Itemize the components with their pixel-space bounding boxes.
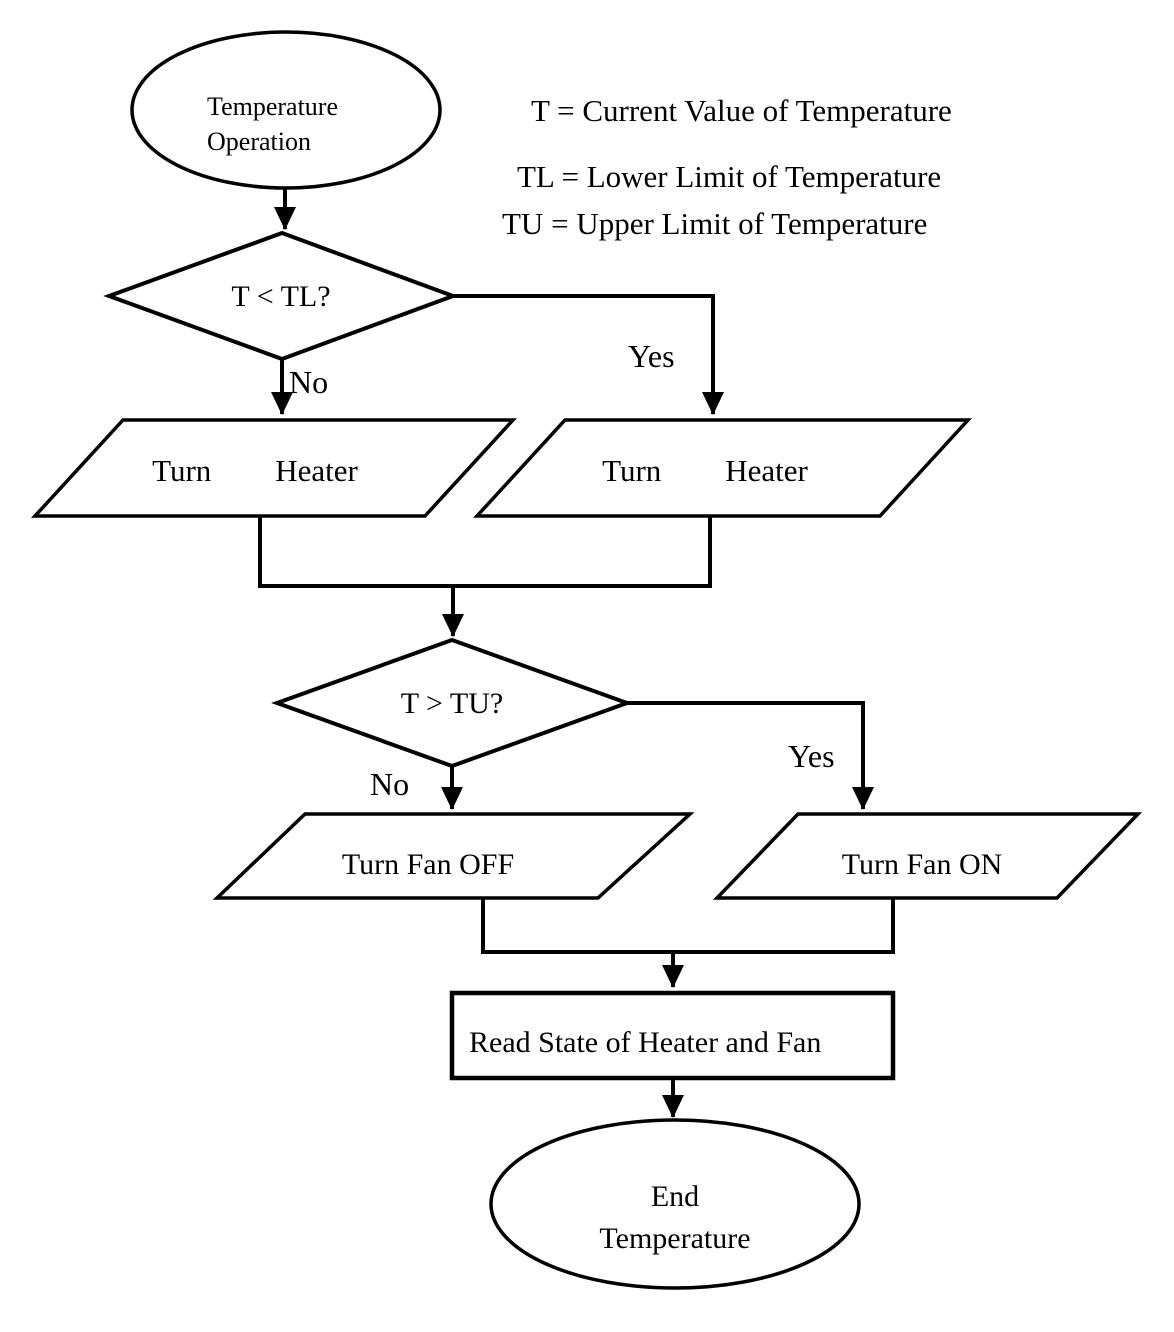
- read-state-label: Read State of Heater and Fan: [469, 1026, 822, 1059]
- decision1-diamond-shape: [103, 230, 459, 362]
- edge-decision2-yes: [627, 701, 874, 810]
- heater-right-label: Turn Heater: [490, 453, 920, 489]
- decision1-label: T < TL?: [231, 280, 331, 313]
- heater-right-parallelogram-shape: [473, 418, 972, 518]
- legend-line-upper-limit: TU = Upper Limit of Temperature: [502, 206, 928, 241]
- fan-off-parallelogram-shape: [212, 812, 695, 900]
- start-label-line2: Operation: [207, 127, 311, 156]
- heater-right-word1: Turn: [602, 453, 662, 488]
- legend-line-current-value: T = Current Value of Temperature: [531, 93, 952, 128]
- decision2-diamond-shape: [271, 637, 633, 769]
- heater-left-word2: Heater: [275, 453, 358, 488]
- decision1-no-label: No: [289, 364, 329, 400]
- edge-fan-merge: [481, 898, 895, 954]
- heater-left-label: Turn Heater: [40, 453, 470, 489]
- decision2-yes-label: Yes: [788, 738, 835, 774]
- edge-decision1-yes: [453, 294, 724, 415]
- end-label-line2: Temperature: [599, 1222, 751, 1255]
- legend-line-lower-limit: TL = Lower Limit of Temperature: [517, 159, 942, 194]
- fan-off-label: Turn Fan OFF: [341, 848, 515, 881]
- fan-on-label: Turn Fan ON: [841, 848, 1003, 881]
- end-label-line1: End: [650, 1180, 700, 1213]
- start-terminator-label: Temperature Operation: [207, 89, 338, 159]
- edge-heater-merge: [258, 516, 712, 588]
- start-label-line1: Temperature: [207, 92, 338, 121]
- decision1-yes-label: Yes: [628, 338, 675, 374]
- decision2-label: T > TU?: [400, 687, 504, 720]
- decision2-no-label: No: [370, 766, 410, 802]
- end-terminator-shape: [489, 1118, 861, 1290]
- heater-left-word1: Turn: [152, 453, 212, 488]
- heater-right-word2: Heater: [725, 453, 808, 488]
- end-terminator-label: End Temperature: [490, 1176, 860, 1260]
- start-terminator-shape: [130, 30, 442, 190]
- fan-on-parallelogram-shape: [712, 812, 1143, 900]
- heater-left-parallelogram-shape: [31, 418, 517, 518]
